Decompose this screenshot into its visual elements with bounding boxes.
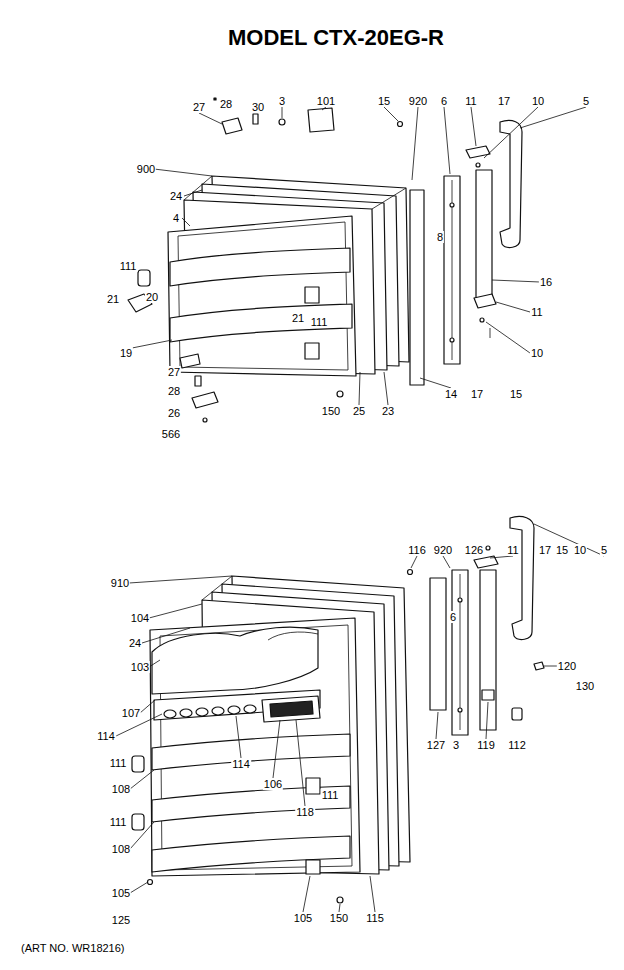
callout-number: 21 [291, 312, 305, 324]
callout-number: 125 [111, 914, 131, 926]
callout-number: 23 [381, 405, 395, 417]
callout-number: 10 [531, 95, 545, 107]
callout-number: 6 [440, 95, 448, 107]
callout-number: 106 [263, 778, 283, 790]
fresh-food-door [150, 576, 410, 903]
door-strips [410, 120, 522, 385]
callout-number: 104 [130, 612, 150, 624]
freezer-door [168, 98, 409, 397]
callout-number: 8 [436, 231, 444, 243]
callout-number: 24 [169, 190, 183, 202]
callout-number: 111 [109, 757, 128, 769]
callout-number: 101 [316, 95, 336, 107]
callout-number: 127 [426, 739, 446, 751]
callout-number: 19 [119, 347, 133, 359]
callout-number: 105 [111, 887, 131, 899]
callout-number: 150 [329, 912, 349, 924]
callout-number: 105 [293, 912, 313, 924]
callout-number: 14 [444, 388, 458, 400]
callout-number: 28 [167, 385, 181, 397]
callout-number: 566 [161, 428, 181, 440]
callout-number: 27 [167, 366, 181, 378]
callout-number: 111 [109, 816, 128, 828]
leader-lines [116, 524, 604, 912]
callout-number: 150 [321, 405, 341, 417]
callout-number: 27 [192, 101, 206, 113]
callout-number: 11 [464, 95, 477, 107]
callout-number: 112 [507, 739, 527, 751]
callout-number: 15 [509, 388, 523, 400]
leader-lines [132, 107, 586, 405]
callout-number: 26 [167, 407, 181, 419]
callout-number: 130 [575, 680, 595, 692]
hinge-parts [132, 570, 413, 885]
callout-number: 108 [111, 843, 131, 855]
callout-number: 11 [530, 306, 543, 318]
callout-number: 900 [136, 163, 156, 175]
callout-number: 111 [119, 260, 138, 272]
callout-number: 111 [310, 316, 329, 328]
callout-number: 24 [128, 637, 142, 649]
callout-number: 111 [321, 789, 340, 801]
callout-number: 910 [110, 577, 130, 589]
hinge-parts [128, 108, 403, 422]
callout-number: 20 [145, 291, 159, 303]
art-number-note: (ART NO. WR18216) [20, 942, 126, 954]
callout-number: 107 [121, 707, 141, 719]
callout-number: 108 [111, 783, 131, 795]
callout-number: 17 [538, 544, 552, 556]
callout-number: 5 [582, 95, 590, 107]
callout-number: 3 [278, 95, 286, 107]
callout-number: 5 [600, 544, 608, 556]
callout-number: 11 [506, 544, 519, 556]
callout-number: 115 [365, 912, 385, 924]
diagram-title: MODEL CTX-20EG-R [228, 25, 444, 51]
callout-number: 118 [295, 806, 315, 818]
callout-number: 15 [377, 95, 391, 107]
callout-number: 17 [470, 388, 484, 400]
callout-number: 30 [251, 101, 265, 113]
door-strips [430, 516, 544, 735]
callout-number: 4 [172, 212, 180, 224]
callout-number: 16 [539, 276, 553, 288]
callout-number: 103 [130, 661, 150, 673]
callout-number: 920 [408, 95, 428, 107]
callout-number: 114 [96, 730, 116, 742]
callout-number: 119 [476, 739, 496, 751]
callout-number: 116 [407, 544, 427, 556]
callout-number: 126 [464, 544, 484, 556]
callout-number: 10 [573, 544, 587, 556]
callout-number: 15 [555, 544, 569, 556]
callout-number: 17 [497, 95, 511, 107]
callout-number: 3 [452, 739, 460, 751]
callout-number: 920 [433, 544, 453, 556]
callout-number: 28 [219, 98, 233, 110]
callout-number: 10 [530, 347, 544, 359]
callout-number: 6 [449, 611, 457, 623]
callout-number: 114 [231, 758, 251, 770]
callout-number: 120 [557, 660, 577, 672]
callout-number: 21 [106, 293, 120, 305]
callout-number: 25 [352, 405, 366, 417]
